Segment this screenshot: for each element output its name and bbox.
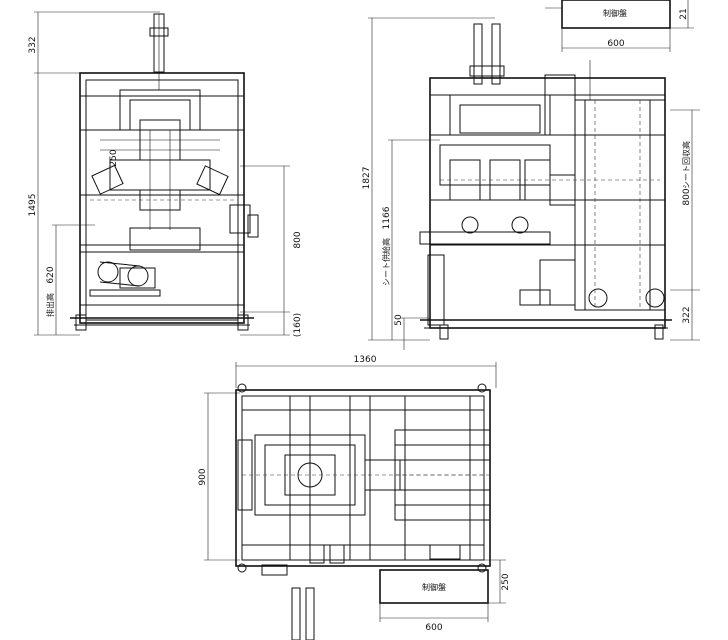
side-dim-1166: 1166 <box>382 206 392 229</box>
front-dim-332: 332 <box>28 36 38 53</box>
side-control-panel-label: 制御盤 <box>603 8 627 18</box>
side-view <box>368 0 700 350</box>
top-dim-900: 900 <box>198 468 208 485</box>
side-dim-50: 50 <box>394 314 404 326</box>
front-dim-160: (160) <box>293 313 303 337</box>
side-dim-1827: 1827 <box>362 167 372 190</box>
side-sheet-recovery-label: シート回収高 <box>681 141 691 189</box>
front-dim-1495: 1495 <box>28 194 38 217</box>
top-view <box>204 362 506 640</box>
top-dim-1360: 1360 <box>354 355 377 365</box>
side-dim-600: 600 <box>607 39 624 49</box>
top-dim-600: 600 <box>425 623 442 633</box>
top-control-panel-label: 制御盤 <box>422 582 446 592</box>
side-dim-800: 800 <box>682 188 692 205</box>
side-sheet-supply-label: シート供給高 <box>381 238 391 286</box>
front-dim-800: 800 <box>293 231 303 248</box>
top-dim-250: 250 <box>501 573 511 590</box>
front-dim-250: 250 <box>109 149 119 166</box>
front-dim-620: 620 <box>46 266 56 283</box>
side-dim-322: 322 <box>682 306 692 323</box>
front-discharge-label: 排出高 <box>45 293 55 317</box>
front-view <box>34 11 290 336</box>
side-dim-21: 21 <box>679 8 689 19</box>
